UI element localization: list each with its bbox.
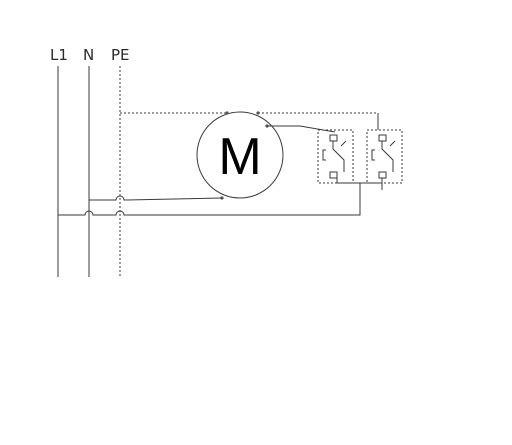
motor-terminal-pe <box>225 111 229 115</box>
switch-1 <box>317 129 354 184</box>
terminal-label-l1: L1 <box>50 46 68 64</box>
n-to-motor-wire <box>89 195 223 201</box>
switch-2-housing <box>366 129 403 184</box>
motor-label: M <box>218 128 261 186</box>
switch-2 <box>366 129 403 184</box>
terminal-label-pe: PE <box>111 46 130 64</box>
motor-terminal-top-right <box>256 111 260 115</box>
switch-1-housing <box>317 129 354 184</box>
motor-circle <box>196 111 284 199</box>
motor-to-switch-wire <box>267 125 336 133</box>
l1-to-switch-wire <box>58 183 361 216</box>
terminal-label-n: N <box>83 46 94 64</box>
